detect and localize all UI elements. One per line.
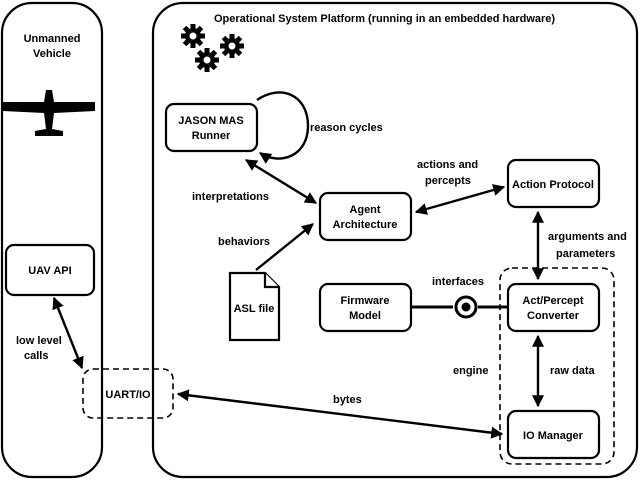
firmware-model-node — [318, 282, 413, 333]
actions-percepts-label-line1: actions and — [417, 159, 478, 171]
act-percept-converter-label-line1: Act/Percept — [522, 295, 583, 307]
uart-io-dashed-group — [82, 368, 174, 419]
jason-runner-label-line1: JASON MAS — [178, 115, 243, 127]
gears-icon — [181, 24, 244, 72]
low-level-calls-label-line2: calls — [24, 350, 48, 362]
engine-label: engine — [453, 365, 488, 377]
interfaces-label: interfaces — [432, 276, 484, 288]
act-percept-converter-node — [506, 282, 601, 333]
arguments-parameters-label-line1: arguments and — [548, 231, 627, 243]
uav-api-label: UAV API — [28, 265, 71, 277]
action-protocol-label: Action Protocol — [512, 179, 594, 191]
vehicle-container — [0, 1, 104, 479]
raw-data-label: raw data — [550, 365, 596, 377]
edge-interpretations — [244, 158, 318, 205]
jason-runner-node — [164, 102, 259, 153]
jason-runner-label-line2: Runner — [192, 130, 231, 142]
edge-actions-percepts — [414, 184, 506, 215]
uart-io-label: UART/IO — [105, 389, 151, 401]
action-protocol-node — [506, 158, 601, 209]
edge-reason-cycles — [256, 91, 310, 164]
airplane-icon — [3, 90, 95, 136]
agent-architecture-node — [318, 191, 413, 242]
agent-architecture-label-line2: Architecture — [333, 219, 398, 231]
firmware-model-label-line1: Firmware — [341, 295, 390, 307]
reason-cycles-label: reason cycles — [310, 122, 383, 134]
platform-container — [151, 1, 639, 479]
actions-percepts-label-line2: percepts — [425, 175, 471, 187]
bytes-label: bytes — [333, 394, 362, 406]
io-manager-node — [506, 409, 601, 460]
behaviors-label: behaviors — [218, 236, 270, 248]
edge-uav-api-uart — [52, 296, 84, 370]
vehicle-title-line2: Vehicle — [33, 48, 71, 60]
edge-behaviors — [255, 223, 314, 271]
asl-file-label: ASL file — [234, 303, 275, 315]
engine-dashed-group — [499, 267, 615, 465]
vehicle-title-line1: Unmanned — [24, 33, 81, 45]
asl-file-node — [228, 271, 281, 342]
edge-bytes — [176, 389, 504, 439]
io-manager-label: IO Manager — [523, 430, 584, 442]
act-percept-converter-label-line2: Converter — [527, 310, 580, 322]
arguments-parameters-label-line2: parameters — [556, 248, 615, 260]
platform-title: Operational System Platform (running in … — [214, 13, 555, 25]
uav-api-node — [4, 243, 96, 297]
low-level-calls-label-line1: low level — [16, 335, 62, 347]
firmware-model-label-line2: Model — [349, 310, 381, 322]
interpretations-label: interpretations — [192, 191, 269, 203]
interface-socket-icon — [454, 295, 478, 319]
agent-architecture-label-line1: Agent — [349, 204, 381, 216]
